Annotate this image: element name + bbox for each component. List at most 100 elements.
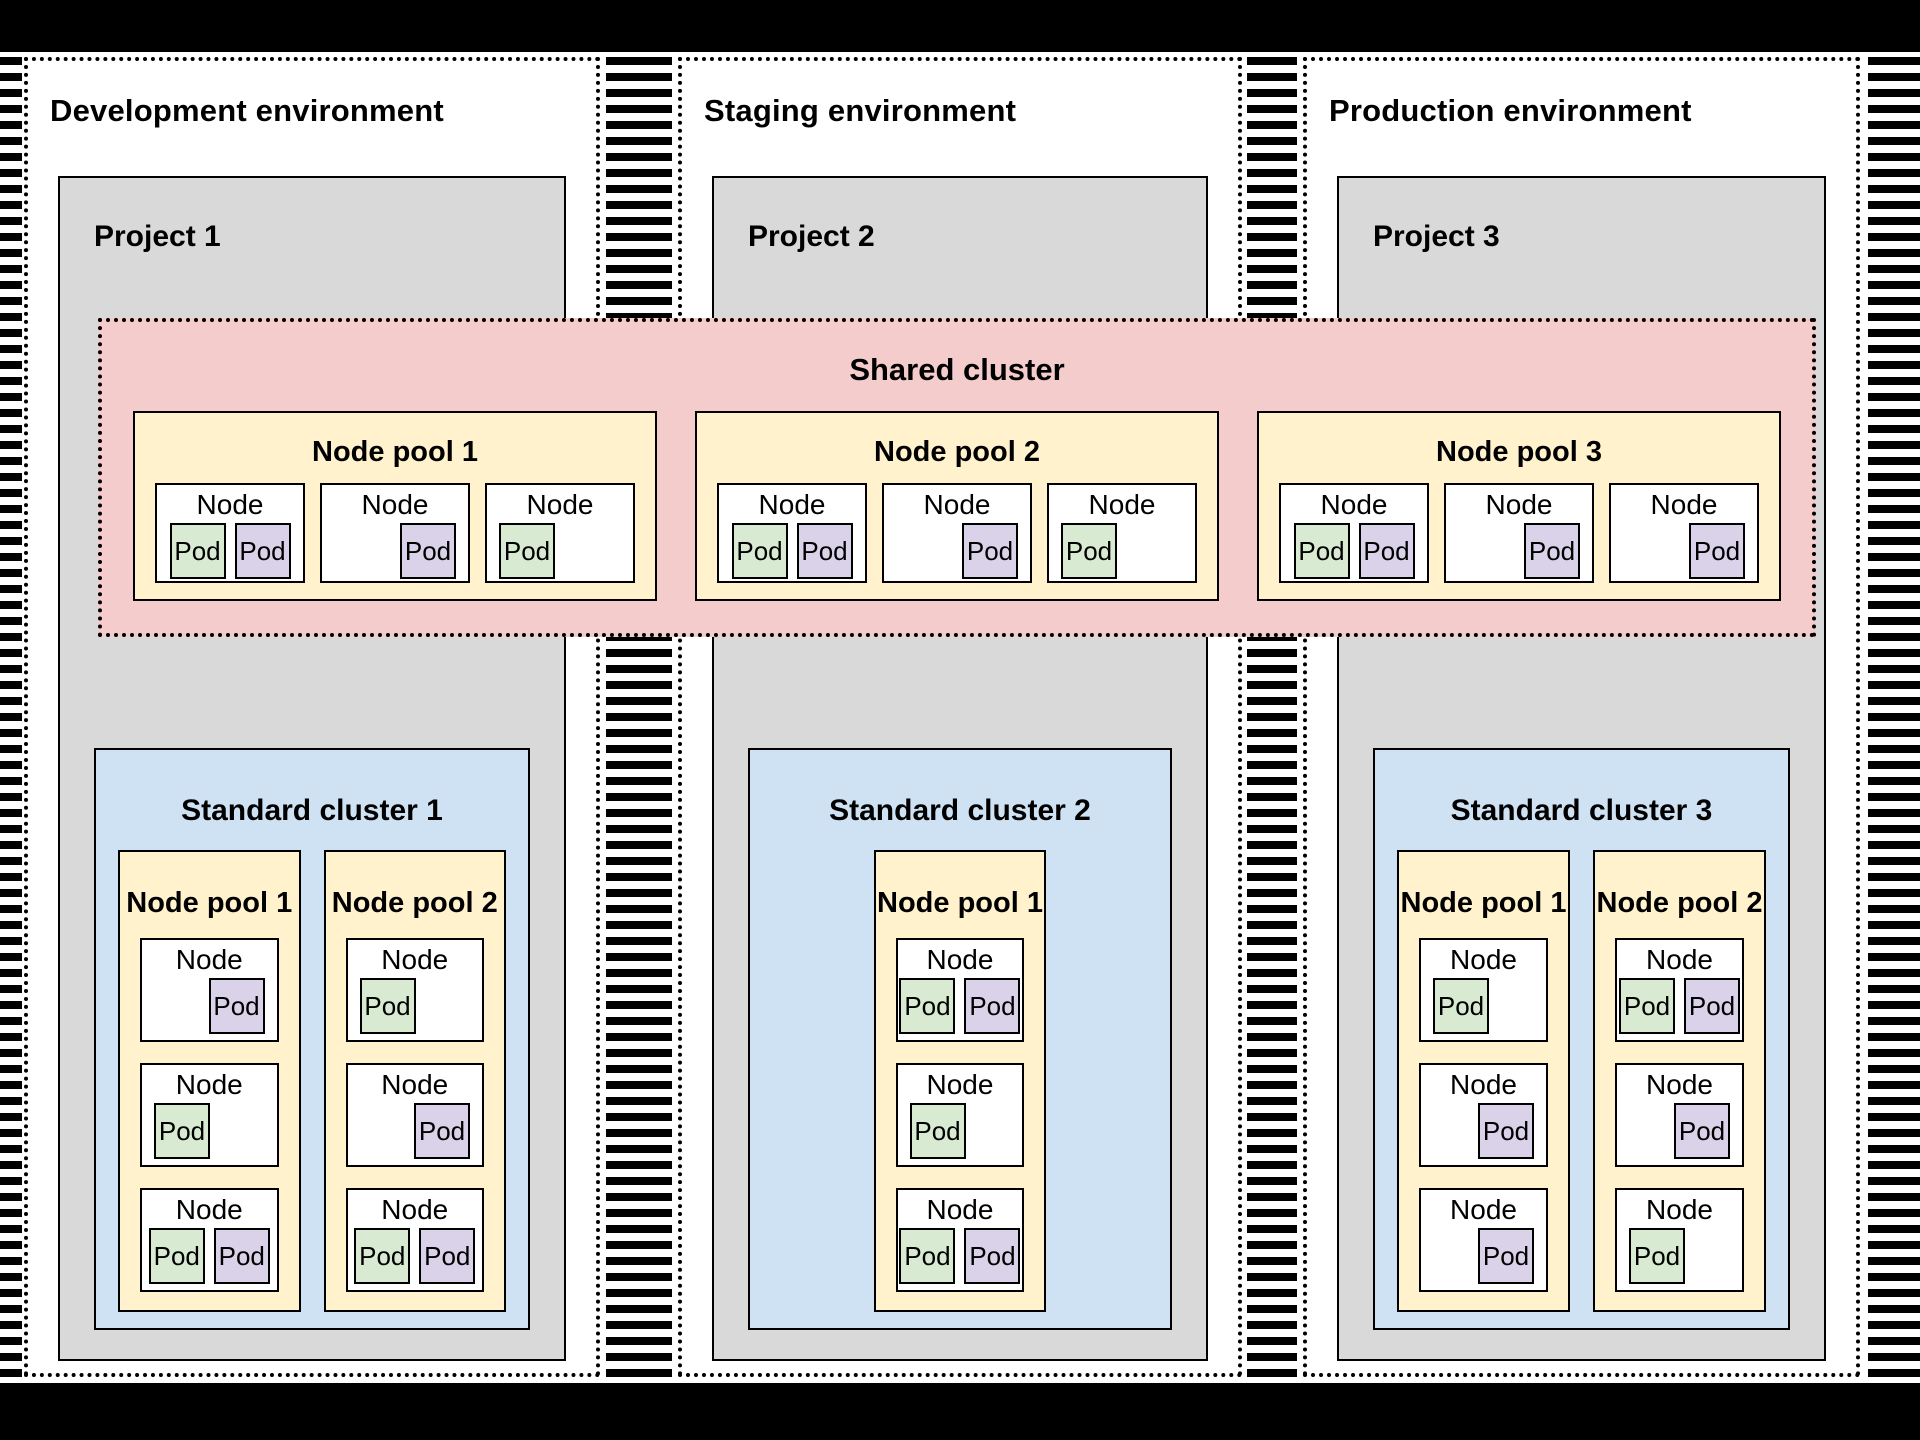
- pod-box: Pod: [1674, 1103, 1730, 1159]
- top-border-bar: [0, 0, 1920, 52]
- node-label: Node: [175, 1069, 243, 1100]
- pods-row: Pod: [884, 523, 1030, 579]
- pods-row: Pod: [142, 978, 277, 1034]
- pod-box: Pod: [1619, 978, 1675, 1034]
- pods-row: Pod: [1049, 523, 1195, 579]
- pods-row: Pod: [142, 1103, 277, 1159]
- node-label: Node: [1646, 1069, 1713, 1100]
- hatch-divider-staging-prod: [1247, 57, 1297, 1379]
- pods-row: Pod: [348, 978, 483, 1034]
- standard-cluster-title: Standard cluster 3: [1450, 794, 1713, 827]
- node-label: Node: [1650, 489, 1718, 520]
- pods-row: Pod: [1611, 523, 1757, 579]
- node-label: Node: [926, 1069, 994, 1100]
- pod-box: Pod: [1433, 978, 1489, 1034]
- node-label: Node: [1320, 489, 1388, 520]
- pod-box: Pod: [1629, 1228, 1685, 1284]
- pods-row: Pod: [1421, 1103, 1546, 1159]
- node-label: Node: [758, 489, 826, 520]
- pods-row: Pod: [1617, 1103, 1742, 1159]
- pod-box: Pod: [899, 1228, 956, 1284]
- pod-box: Pod: [1293, 523, 1350, 579]
- pod-box: Pod: [964, 978, 1021, 1034]
- node-label: Node: [526, 489, 594, 520]
- node-label: Node: [1088, 489, 1156, 520]
- pod-box: Pod: [208, 978, 265, 1034]
- pod-box: Pod: [148, 1228, 205, 1284]
- hatch-divider-left: [0, 57, 22, 1379]
- pod-box: Pod: [213, 1228, 270, 1284]
- node-pool-title: Node pool 1: [877, 887, 1043, 919]
- node-label: Node: [381, 1069, 449, 1100]
- pods-row: Pod: [1446, 523, 1592, 579]
- project-title: Project 1: [94, 220, 221, 253]
- node-label: Node: [1450, 1194, 1517, 1225]
- node-pool-title: Node pool 2: [1596, 887, 1763, 919]
- node-label: Node: [175, 944, 243, 975]
- node-pool-title: Node pool 2: [874, 436, 1040, 468]
- pod-box: Pod: [169, 523, 226, 579]
- node-label: Node: [926, 1194, 994, 1225]
- environment-title: Staging environment: [704, 93, 1017, 128]
- hatch-divider-right: [1868, 57, 1920, 1379]
- node-pool-title: Node pool 1: [1400, 887, 1567, 919]
- pod-box: Pod: [1358, 523, 1415, 579]
- pods-row: Pod: [898, 1103, 1023, 1159]
- node-pool-title: Node pool 3: [1436, 436, 1602, 468]
- node-label: Node: [923, 489, 991, 520]
- pod-box: Pod: [899, 978, 956, 1034]
- pod-box: Pod: [499, 523, 555, 579]
- node-label: Node: [1450, 1069, 1517, 1100]
- pod-box: Pod: [964, 1228, 1021, 1284]
- pod-box: Pod: [909, 1103, 966, 1159]
- node-label: Node: [1646, 944, 1713, 975]
- node-pool-title: Node pool 2: [331, 887, 498, 919]
- project-title: Project 2: [748, 220, 875, 253]
- pod-box: Pod: [400, 523, 456, 579]
- pods-row: Pod: [1421, 978, 1546, 1034]
- environment-title: Production environment: [1329, 93, 1692, 128]
- pods-row: Pod: [348, 1103, 483, 1159]
- pod-box: Pod: [962, 523, 1018, 579]
- hatch-divider-dev-staging: [606, 57, 672, 1379]
- node-pool-title: Node pool 1: [312, 436, 478, 468]
- standard-cluster-title: Standard cluster 1: [181, 794, 443, 827]
- pod-box: Pod: [1061, 523, 1117, 579]
- pod-box: Pod: [414, 1103, 470, 1159]
